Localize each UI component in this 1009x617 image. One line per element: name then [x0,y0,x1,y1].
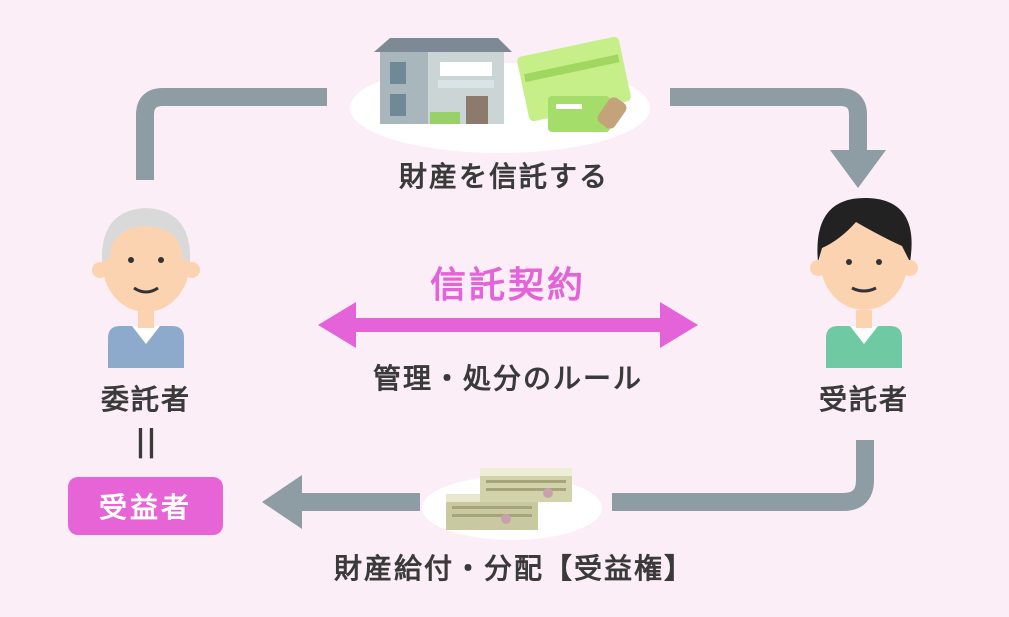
trustee-label: 受託者 [818,383,910,416]
top-flow-label: 財産を信託する [398,160,610,193]
house-icon [374,38,512,124]
settlor-label: 委託者 [100,383,192,416]
money-illustration [422,468,602,540]
contract-rules-label: 管理・処分のルール [372,362,644,395]
trustee-person-icon [810,197,918,368]
settlor-person-icon [92,208,200,368]
bottom-flow-arrow [300,440,874,511]
contract-title: 信託契約 [429,265,587,306]
property-illustration [350,36,650,153]
bottom-flow-label: 財産給付・分配【受益権】 [333,552,695,585]
equals-sign: || [135,424,157,459]
beneficiary-badge: 受益者 [68,477,223,535]
banknote-stack-icon [446,468,572,530]
bottom-arrow-head [262,475,302,529]
top-flow-arrow [136,88,867,180]
card-icon [548,96,610,132]
top-arrow-head [830,150,886,188]
contract-double-arrow [318,302,698,348]
seal-stamp-icon [597,97,627,129]
